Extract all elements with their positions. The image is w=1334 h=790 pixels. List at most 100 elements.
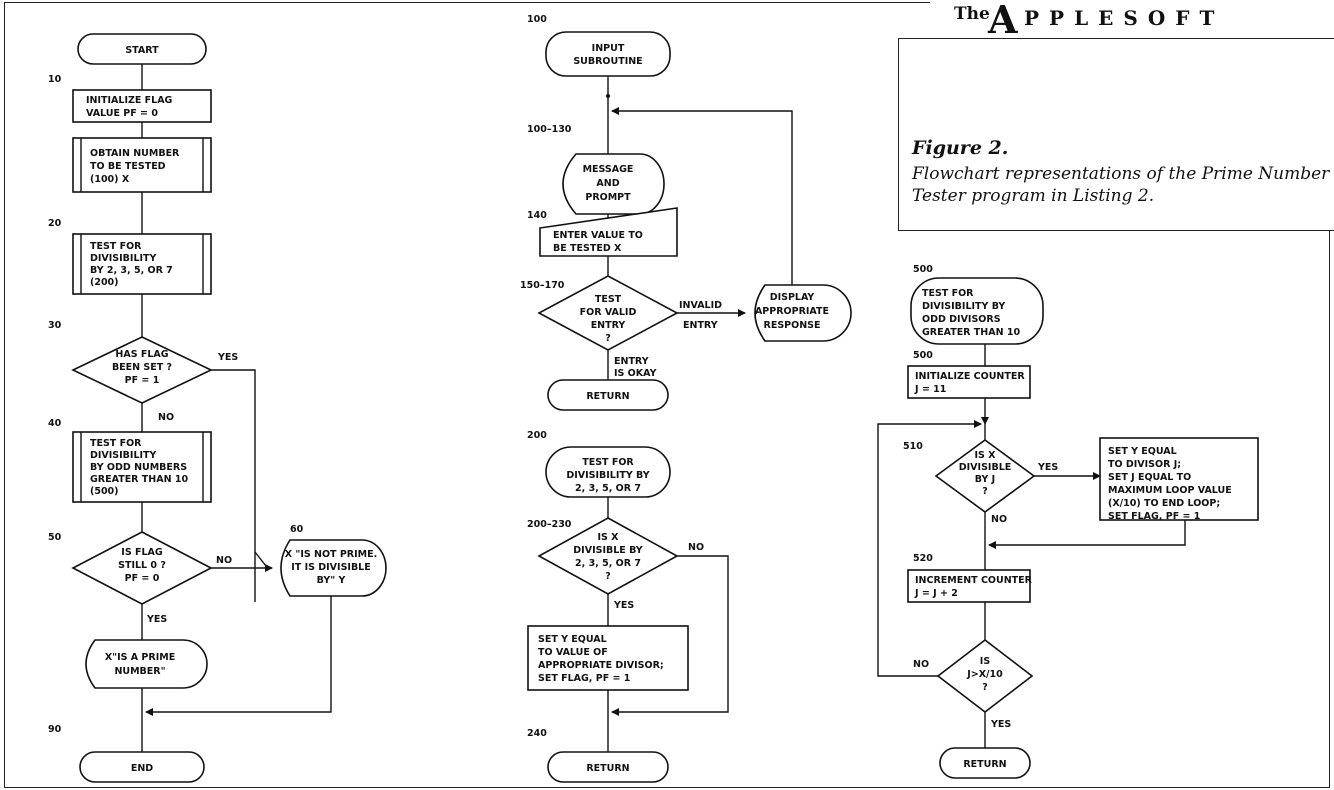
invalid-label-2: ENTRY <box>683 320 718 331</box>
figure-description: Flowchart representations of the Prime N… <box>912 164 1330 206</box>
test-div-text-3: 2, 3, 5, OR 7 <box>575 483 641 494</box>
set-y-text-2: TO VALUE OF <box>538 647 608 658</box>
set-y-return-arrow <box>988 520 1186 549</box>
flag-zero-no-label: NO <box>216 555 232 566</box>
set-yj-text-6: SET FLAG, PF = 1 <box>1108 511 1200 522</box>
odd-test-text-4: GREATER THAN 10 <box>922 327 1020 338</box>
is-prime-text-2: NUMBER" <box>114 666 165 677</box>
flag-set-no-label: NO <box>158 412 174 423</box>
div-j-text-3: BY J <box>975 474 995 485</box>
div-j-yes-label: YES <box>1037 462 1058 473</box>
set-y-text-3: APPROPRIATE DIVISOR; <box>538 660 664 671</box>
display-text-3: RESPONSE <box>764 320 821 331</box>
display-text-1: DISPLAY <box>770 292 815 303</box>
odd-test-text-3: ODD DIVISORS <box>922 314 1001 325</box>
return-2-text: RETURN <box>586 763 629 774</box>
line-label-30: 30 <box>48 320 62 331</box>
loop-end-text-2: J>X/10 <box>966 669 1003 680</box>
is-div-text-3: 2, 3, 5, OR 7 <box>575 558 641 569</box>
masthead-initial: A <box>988 0 1018 42</box>
set-yj-text-1: SET Y EQUAL <box>1108 446 1177 457</box>
flag-zero-text-1: IS FLAG <box>121 547 163 558</box>
init-counter-text-1: INITIALIZE COUNTER <box>915 371 1025 382</box>
line-label-10: 10 <box>48 74 62 85</box>
message-prompt-display <box>562 153 665 215</box>
message-text-1: MESSAGE <box>583 164 634 175</box>
not-prime-display <box>280 539 387 597</box>
retry-loop-arrow <box>611 107 793 285</box>
flag-zero-text-2: STILL 0 ? <box>118 560 166 571</box>
display-response <box>754 284 852 342</box>
is-div-text-1: IS X <box>597 532 619 543</box>
page-frame <box>4 2 1330 788</box>
test-odd-text-4: GREATER THAN 10 <box>90 474 188 485</box>
flag-set-text-1: HAS FLAG <box>115 349 168 360</box>
return-3-text: RETURN <box>963 759 1006 770</box>
set-y-text-4: SET FLAG, PF = 1 <box>538 673 630 684</box>
main-program-flowchart: START 10 INITIALIZE FLAG VALUE PF = 0 OB… <box>48 33 387 783</box>
initialize-flag-text-1: INITIALIZE FLAG <box>86 95 173 106</box>
flag-set-text-3: PF = 1 <box>125 375 160 386</box>
return-terminal-1 <box>547 379 669 411</box>
start-text: START <box>125 45 159 56</box>
flag-set-yes-label: YES <box>217 352 238 363</box>
test-small-divisors-box <box>72 233 212 295</box>
set-y-text-1: SET Y EQUAL <box>538 634 607 645</box>
okay-label-2: IS OKAY <box>614 368 657 379</box>
line-label-510: 510 <box>903 441 923 452</box>
increment-text-2: J = J + 2 <box>914 588 958 599</box>
not-prime-text-2: IT IS DIVISIBLE <box>291 562 370 573</box>
input-sub-text-1: INPUT <box>592 43 625 54</box>
loop-end-yes-label: YES <box>990 719 1011 730</box>
test-odd-text-3: BY ODD NUMBERS <box>90 462 187 473</box>
obtain-number-text-1: OBTAIN NUMBER <box>90 148 180 159</box>
line-label-140: 140 <box>527 210 547 221</box>
line-label-240: 240 <box>527 728 547 739</box>
is-div-text-4: ? <box>605 571 611 582</box>
set-y-divisor-box <box>1099 437 1259 521</box>
test-odd-numbers-box <box>72 431 212 503</box>
line-label-50: 50 <box>48 532 62 543</box>
test-small-text-2: DIVISIBILITY <box>90 253 157 264</box>
yes-branch-line <box>211 369 256 602</box>
small-divisor-flowchart: 200 TEST FOR DIVISIBILITY BY 2, 3, 5, OR… <box>527 430 729 783</box>
test-valid-text-2: FOR VALID <box>580 307 637 318</box>
increment-text-1: INCREMENT COUNTER <box>915 575 1033 586</box>
loop-back-arrow <box>877 420 982 677</box>
message-text-2: AND <box>596 178 619 189</box>
div-j-no-label: NO <box>991 514 1007 525</box>
increment-counter-box <box>907 569 1031 603</box>
return-terminal-3 <box>939 747 1031 779</box>
enter-value-input <box>539 207 678 257</box>
masthead-rule <box>898 38 1334 39</box>
masthead <box>930 2 1334 38</box>
initialize-counter-box <box>907 365 1031 399</box>
is-div-yes-label: YES <box>613 600 634 611</box>
enter-text-2: BE TESTED X <box>553 243 622 254</box>
is-prime-text-1: X"IS A PRIME <box>105 652 175 663</box>
display-text-2: APPROPRIATE <box>755 306 829 317</box>
enter-text-1: ENTER VALUE TO <box>553 230 643 241</box>
div-j-text-4: ? <box>982 486 988 497</box>
line-label-500b: 500 <box>913 350 933 361</box>
test-small-text-1: TEST FOR <box>90 241 142 252</box>
initialize-flag-text-2: VALUE PF = 0 <box>86 108 158 119</box>
line-label-100-130: 100–130 <box>527 124 572 135</box>
end-text: END <box>131 763 153 774</box>
test-odd-text-1: TEST FOR <box>90 438 142 449</box>
init-counter-text-2: J = 11 <box>914 384 946 395</box>
div-j-text-2: DIVISIBLE <box>959 462 1011 473</box>
test-odd-text-5: (500) <box>90 486 119 497</box>
figure-title: Figure 2. <box>912 137 1009 159</box>
is-div-no-label: NO <box>688 542 704 553</box>
odd-test-text-1: TEST FOR <box>922 288 974 299</box>
test-small-text-3: BY 2, 3, 5, OR 7 <box>90 265 173 276</box>
not-prime-text-3: BY" Y <box>317 575 346 586</box>
flag-set-text-2: BEEN SET ? <box>112 362 172 373</box>
is-prime-display <box>85 639 208 689</box>
obtain-number-text-3: (100) X <box>90 174 130 185</box>
masthead-the: The <box>954 4 990 24</box>
odd-test-text-2: DIVISIBILITY BY <box>922 301 1005 312</box>
input-subroutine-terminal <box>545 31 671 77</box>
